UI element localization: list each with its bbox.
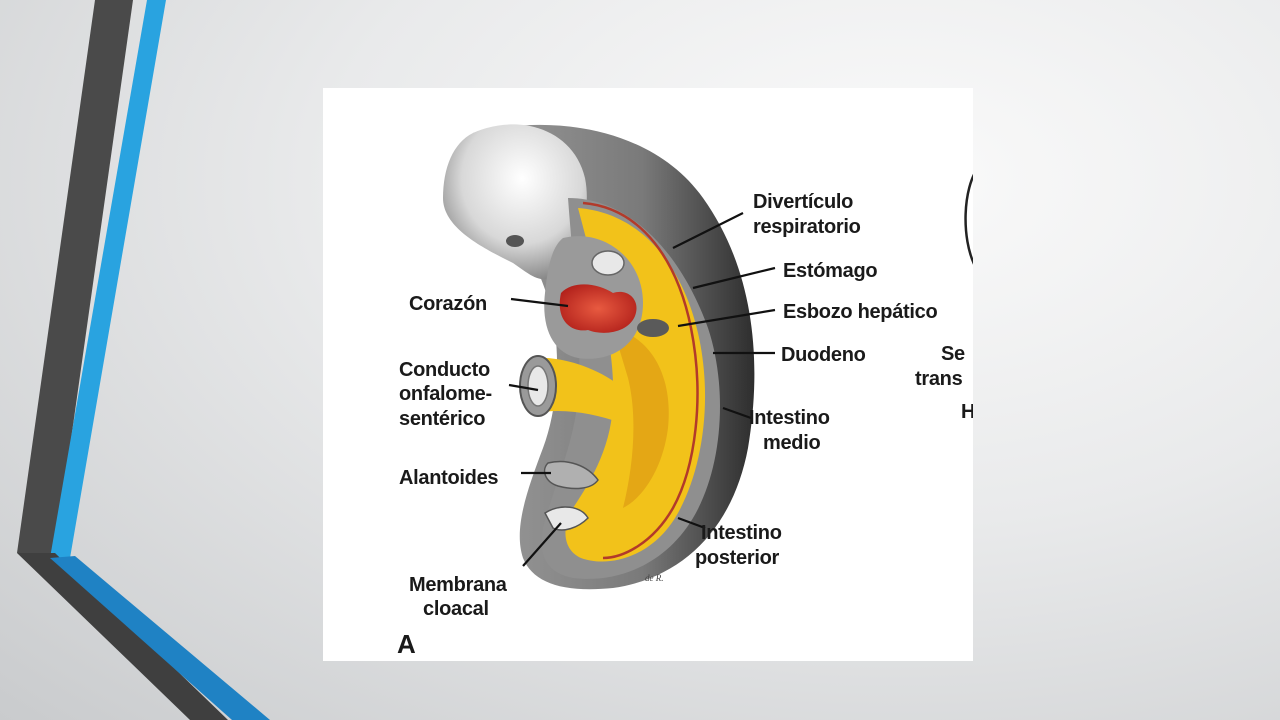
label-esbozo-hepatico: Esbozo hepático bbox=[783, 301, 937, 323]
leader-esbozo bbox=[677, 308, 776, 328]
blue-stripe-diagonal bbox=[50, 556, 270, 720]
label-duodeno: Duodeno bbox=[781, 344, 866, 366]
clipped-panel-outline bbox=[964, 173, 973, 265]
label-intestino-medio-line1: Intestino bbox=[749, 407, 830, 429]
clipped-panel-text-3: H bbox=[961, 401, 973, 423]
heart bbox=[559, 284, 637, 333]
leader-intestino-medio bbox=[722, 406, 752, 420]
eye-spot bbox=[506, 235, 524, 247]
leader-diverticulo bbox=[672, 212, 744, 249]
label-diverticulo-line2: respiratorio bbox=[753, 216, 861, 238]
panel-label: A bbox=[397, 629, 416, 659]
endoderm-shadow bbox=[613, 328, 669, 508]
label-intestino-posterior-line2: posterior bbox=[695, 547, 779, 569]
clipped-panel-text-2: trans bbox=[915, 368, 963, 390]
embryo-diagram: Divertículo respiratorio Estómago Esbozo… bbox=[397, 124, 973, 659]
yolk-stalk-lumen bbox=[527, 365, 549, 407]
label-intestino-posterior-line1: Intestino bbox=[701, 522, 782, 544]
label-conducto-line3: sentérico bbox=[399, 408, 485, 430]
liver-bud-shape bbox=[637, 319, 669, 337]
blue-stripe-vertical bbox=[50, 0, 166, 558]
dorsal-aorta bbox=[582, 201, 699, 560]
label-alantoides: Alantoides bbox=[399, 467, 498, 489]
heart-inner bbox=[591, 250, 625, 276]
leader-corazon bbox=[510, 297, 569, 308]
label-membrana-line1: Membrana bbox=[409, 574, 508, 596]
leader-conducto bbox=[508, 383, 539, 392]
artist-signature: de R. bbox=[645, 573, 664, 583]
dark-stripe-vertical bbox=[17, 0, 133, 553]
label-membrana-line2: cloacal bbox=[423, 598, 489, 620]
label-conducto-line2: onfalome- bbox=[399, 383, 492, 405]
label-conducto-line1: Conducto bbox=[399, 359, 490, 381]
leader-estomago bbox=[692, 266, 776, 290]
head-fold bbox=[443, 124, 587, 280]
embryo-diagram-figure: Divertículo respiratorio Estómago Esbozo… bbox=[323, 88, 973, 661]
leader-membrana bbox=[522, 522, 562, 567]
label-intestino-medio-line2: medio bbox=[763, 432, 820, 454]
allantois bbox=[543, 460, 599, 490]
cloacal-membrane bbox=[544, 506, 589, 531]
dark-stripe-diagonal bbox=[17, 553, 228, 720]
label-estomago: Estómago bbox=[783, 260, 877, 282]
label-corazon: Corazón bbox=[409, 293, 487, 315]
leader-intestino-posterior bbox=[677, 516, 706, 530]
label-diverticulo-line1: Divertículo bbox=[753, 191, 853, 213]
clipped-panel-text-1: Se bbox=[941, 343, 965, 365]
